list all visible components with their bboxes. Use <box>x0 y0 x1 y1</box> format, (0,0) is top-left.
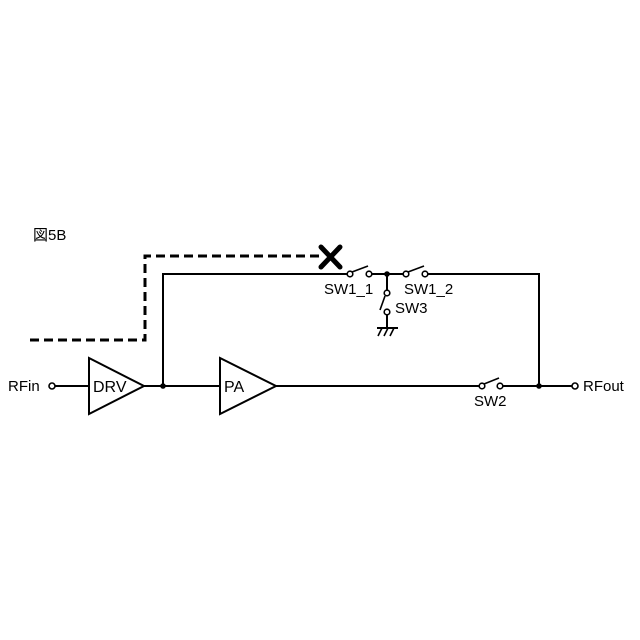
rfin-label: RFin <box>8 378 40 395</box>
sw1-1-label: SW1_1 <box>324 281 373 298</box>
sw2-switch <box>479 378 503 389</box>
rfin-port <box>49 383 55 389</box>
rfout-label: RFout <box>583 378 625 395</box>
bypass-wire-left <box>163 274 347 386</box>
ground-icon <box>377 328 398 336</box>
rfout-port <box>572 383 578 389</box>
pa-label: PA <box>224 379 244 396</box>
cross-mark-icon <box>321 247 340 267</box>
blocked-path-dashed <box>30 256 322 340</box>
sw1-1-switch <box>347 266 372 277</box>
sw1-2-label: SW1_2 <box>404 281 453 298</box>
sw2-label: SW2 <box>474 393 507 410</box>
sw1-2-switch <box>403 266 428 277</box>
sw3-label: SW3 <box>395 300 428 317</box>
drv-label: DRV <box>93 379 127 396</box>
sw3-switch <box>380 290 390 315</box>
figure-label: 図5B <box>33 227 66 244</box>
